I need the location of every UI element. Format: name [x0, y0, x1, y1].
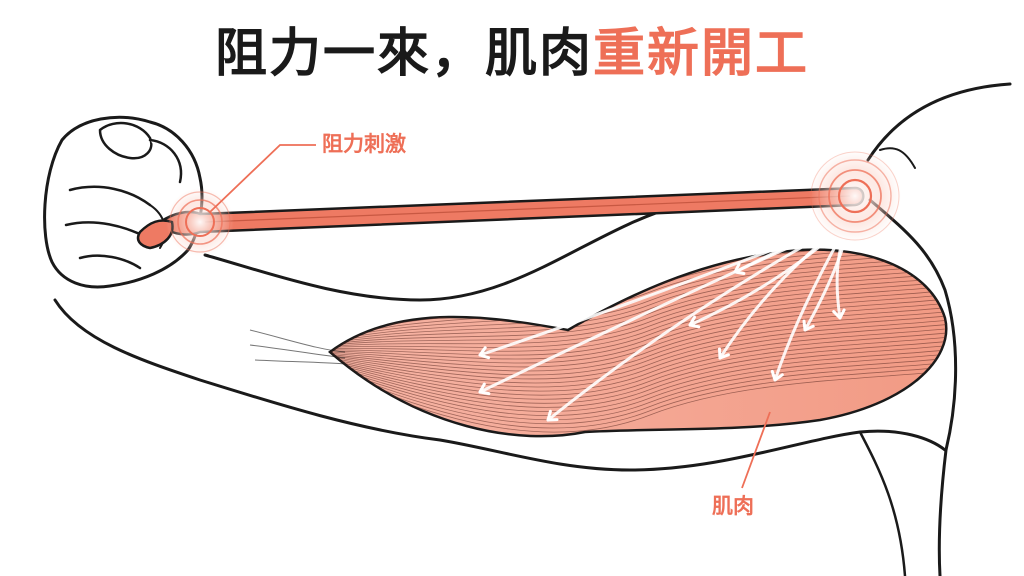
muscle-fiber [330, 259, 947, 344]
muscle-fiber [330, 267, 947, 346]
signal-arrowhead [770, 369, 784, 382]
stimulus-glow-shoulder [809, 150, 901, 242]
signal-path [546, 218, 852, 422]
muscle-fiber [330, 365, 947, 429]
muscle-fiber [330, 276, 947, 348]
signal-arrowhead [832, 308, 846, 320]
muscle [328, 248, 948, 438]
muscle-fiber [330, 280, 947, 349]
title-main: 阻力一來，肌肉 [214, 24, 593, 84]
muscle-fiber [330, 306, 947, 372]
muscle-fiber [330, 284, 947, 352]
signal-arrowhead [478, 346, 491, 360]
muscle-fiber [330, 322, 947, 388]
muscle-fiber [330, 310, 947, 376]
muscle-fiber [330, 301, 947, 368]
muscle-fiber [330, 339, 947, 404]
muscle-fiber [330, 293, 947, 360]
muscle-fiber [330, 348, 947, 412]
muscle-fiber [330, 361, 947, 425]
muscle-fiber [330, 356, 947, 421]
muscle-fiber [330, 344, 947, 408]
title-accent: 重新開工 [593, 24, 810, 84]
muscle-fiber [330, 352, 947, 416]
muscle-fiber [330, 327, 947, 392]
signal-arrowhead [733, 262, 746, 275]
shoulder-outline [866, 82, 1012, 576]
muscle-fiber [330, 335, 947, 400]
muscle-fiber [330, 314, 947, 380]
signal-arrowhead [688, 315, 701, 329]
muscle-fiber [330, 255, 947, 343]
muscle-label: 肌肉 [712, 494, 754, 518]
callout-leaders [209, 144, 771, 489]
signal-path [773, 218, 852, 382]
fist [43, 115, 204, 289]
tendon-lines [249, 329, 346, 365]
muscle-fiber [330, 331, 947, 396]
signal-arrowhead [546, 409, 559, 422]
page-title: 阻力一來，肌肉重新開工 [0, 18, 1024, 90]
signal-arrowhead [718, 347, 730, 360]
signal-arrowhead [478, 382, 491, 396]
muscle-fiber [330, 263, 947, 345]
resistance-label: 阻力刺激 [322, 132, 406, 156]
leader-resistance [209, 144, 316, 213]
muscle-fiber [330, 318, 947, 384]
signal-arrowhead [802, 319, 815, 332]
muscle-fiber [330, 366, 947, 433]
resistance-band [136, 186, 865, 250]
leader-muscle [741, 411, 771, 489]
muscle-fiber [330, 289, 947, 356]
muscle-fiber [330, 249, 947, 341]
stimulus-signals [478, 218, 852, 422]
muscle-fiber [330, 272, 947, 347]
